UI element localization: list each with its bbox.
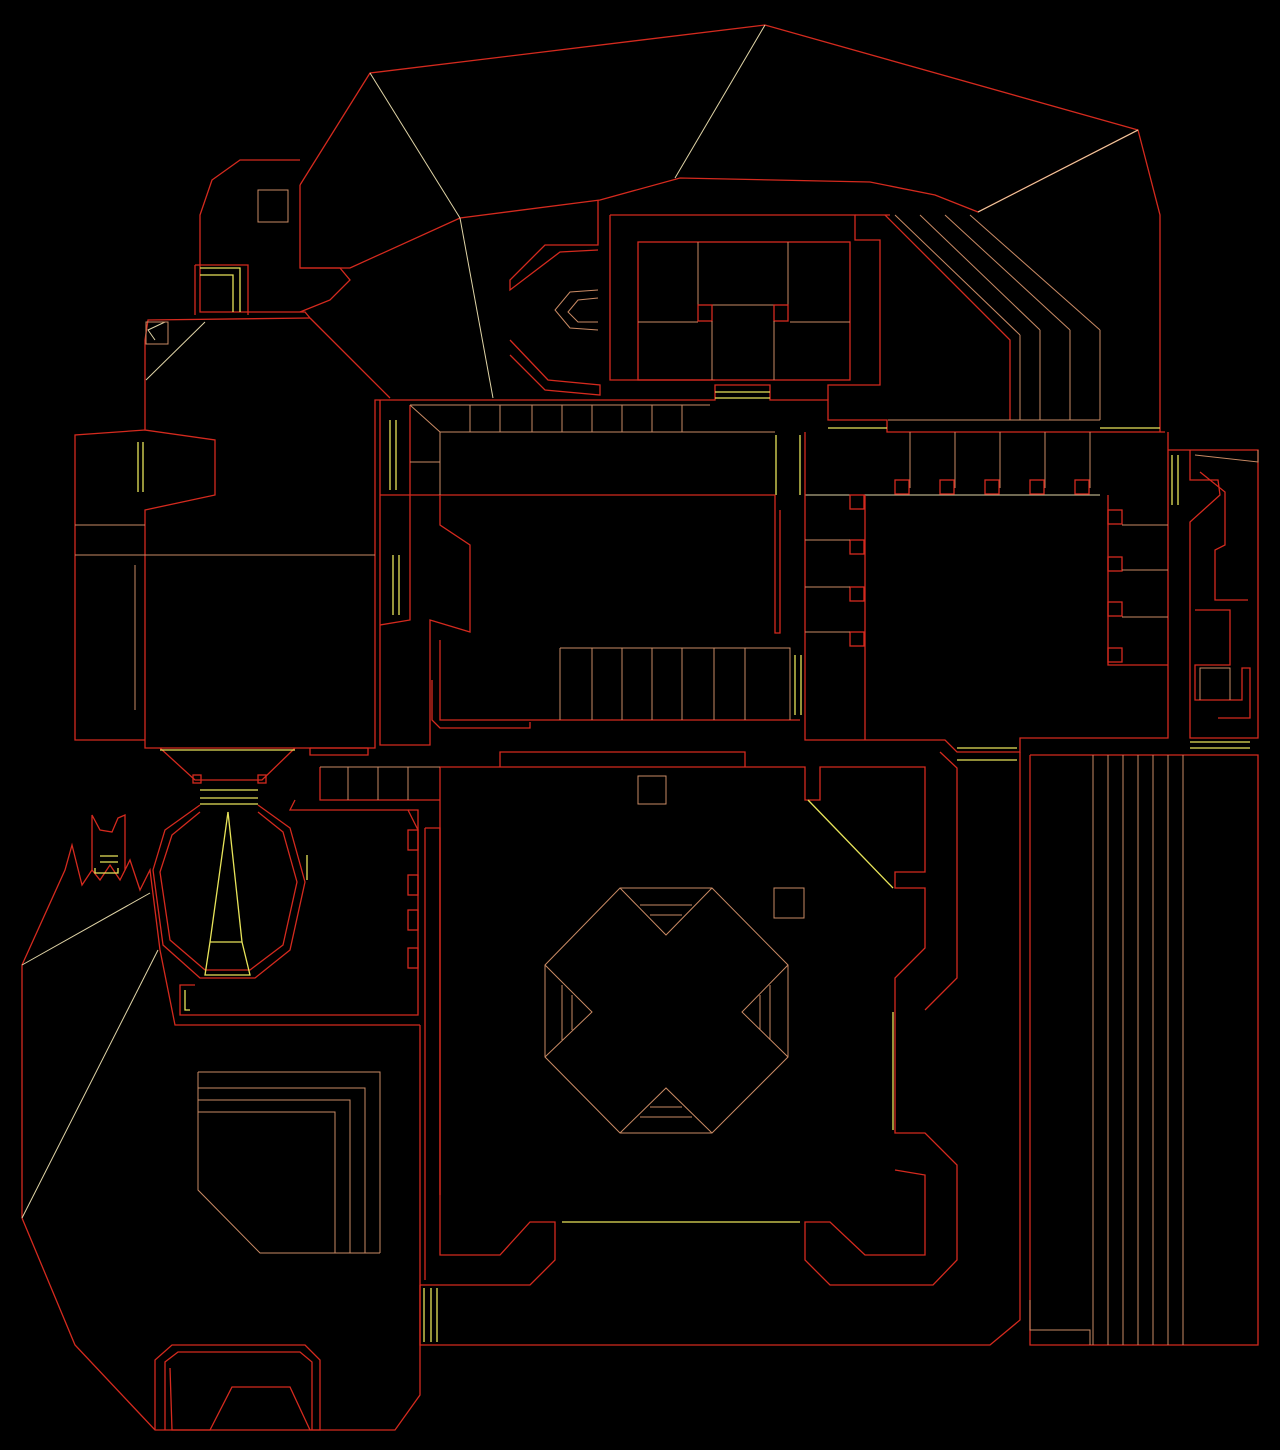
east-maze [1168, 449, 1259, 749]
southwest-outdoor [21, 814, 421, 1431]
southwest-rooms [152, 747, 441, 1280]
north-center-building [509, 200, 1101, 421]
central-room [379, 400, 1100, 746]
northwest-rooms [194, 159, 351, 319]
west-hall [74, 317, 391, 749]
southeast-striped-room [1029, 754, 1259, 1346]
east-room [804, 432, 1169, 761]
